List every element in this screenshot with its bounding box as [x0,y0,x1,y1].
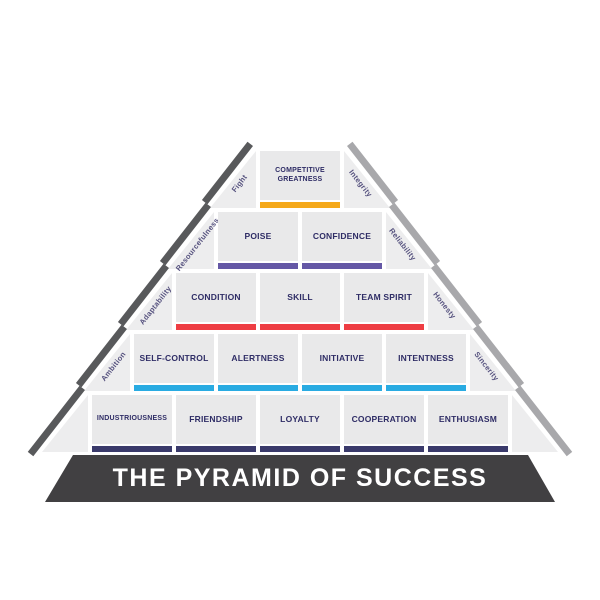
block-underline [344,446,424,452]
block-label: CONDITION [176,273,256,322]
pyramid-block: CONDITION [176,273,256,330]
block-underline [302,263,382,269]
block-label: CONFIDENCE [302,212,382,261]
block-label: INDUSTRIOUSNESS [92,395,172,444]
title-banner: THE PYRAMID OF SUCCESS [45,455,555,502]
block-underline [260,202,340,208]
pyramid-block: COMPETITIVE GREATNESS [260,151,340,208]
block-underline [260,446,340,452]
pyramid-block: CONFIDENCE [302,212,382,269]
block-underline [218,263,298,269]
block-underline [344,324,424,330]
block-label: LOYALTY [260,395,340,444]
block-underline [302,385,382,391]
pyramid-block: INITIATIVE [302,334,382,391]
block-underline [260,324,340,330]
pyramid-block: POISE [218,212,298,269]
pyramid-block: FRIENDSHIP [176,395,256,452]
block-underline [176,446,256,452]
block-underline [134,385,214,391]
block-underline [92,446,172,452]
pyramid-block: INDUSTRIOUSNESS [92,395,172,452]
block-underline [218,385,298,391]
block-label: ENTHUSIASM [428,395,508,444]
block-underline [176,324,256,330]
pyramid-block: COOPERATION [344,395,424,452]
block-underline [428,446,508,452]
block-label: COOPERATION [344,395,424,444]
banner-title: THE PYRAMID OF SUCCESS [112,464,488,492]
pyramid-block: ENTHUSIASM [428,395,508,452]
block-label: TEAM SPIRIT [344,273,424,322]
pyramid-block: SELF-CONTROL [134,334,214,391]
block-label: SKILL [260,273,340,322]
block-label: INTENTNESS [386,334,466,383]
pyramid-block: LOYALTY [260,395,340,452]
pyramid-block: ALERTNESS [218,334,298,391]
block-label: POISE [218,212,298,261]
pyramid-block: INTENTNESS [386,334,466,391]
pyramid-block: TEAM SPIRIT [344,273,424,330]
block-label: COMPETITIVE GREATNESS [260,151,340,200]
block-label: ALERTNESS [218,334,298,383]
block-label: INITIATIVE [302,334,382,383]
pyramid-block: SKILL [260,273,340,330]
block-underline [386,385,466,391]
block-label: SELF-CONTROL [134,334,214,383]
block-label: FRIENDSHIP [176,395,256,444]
